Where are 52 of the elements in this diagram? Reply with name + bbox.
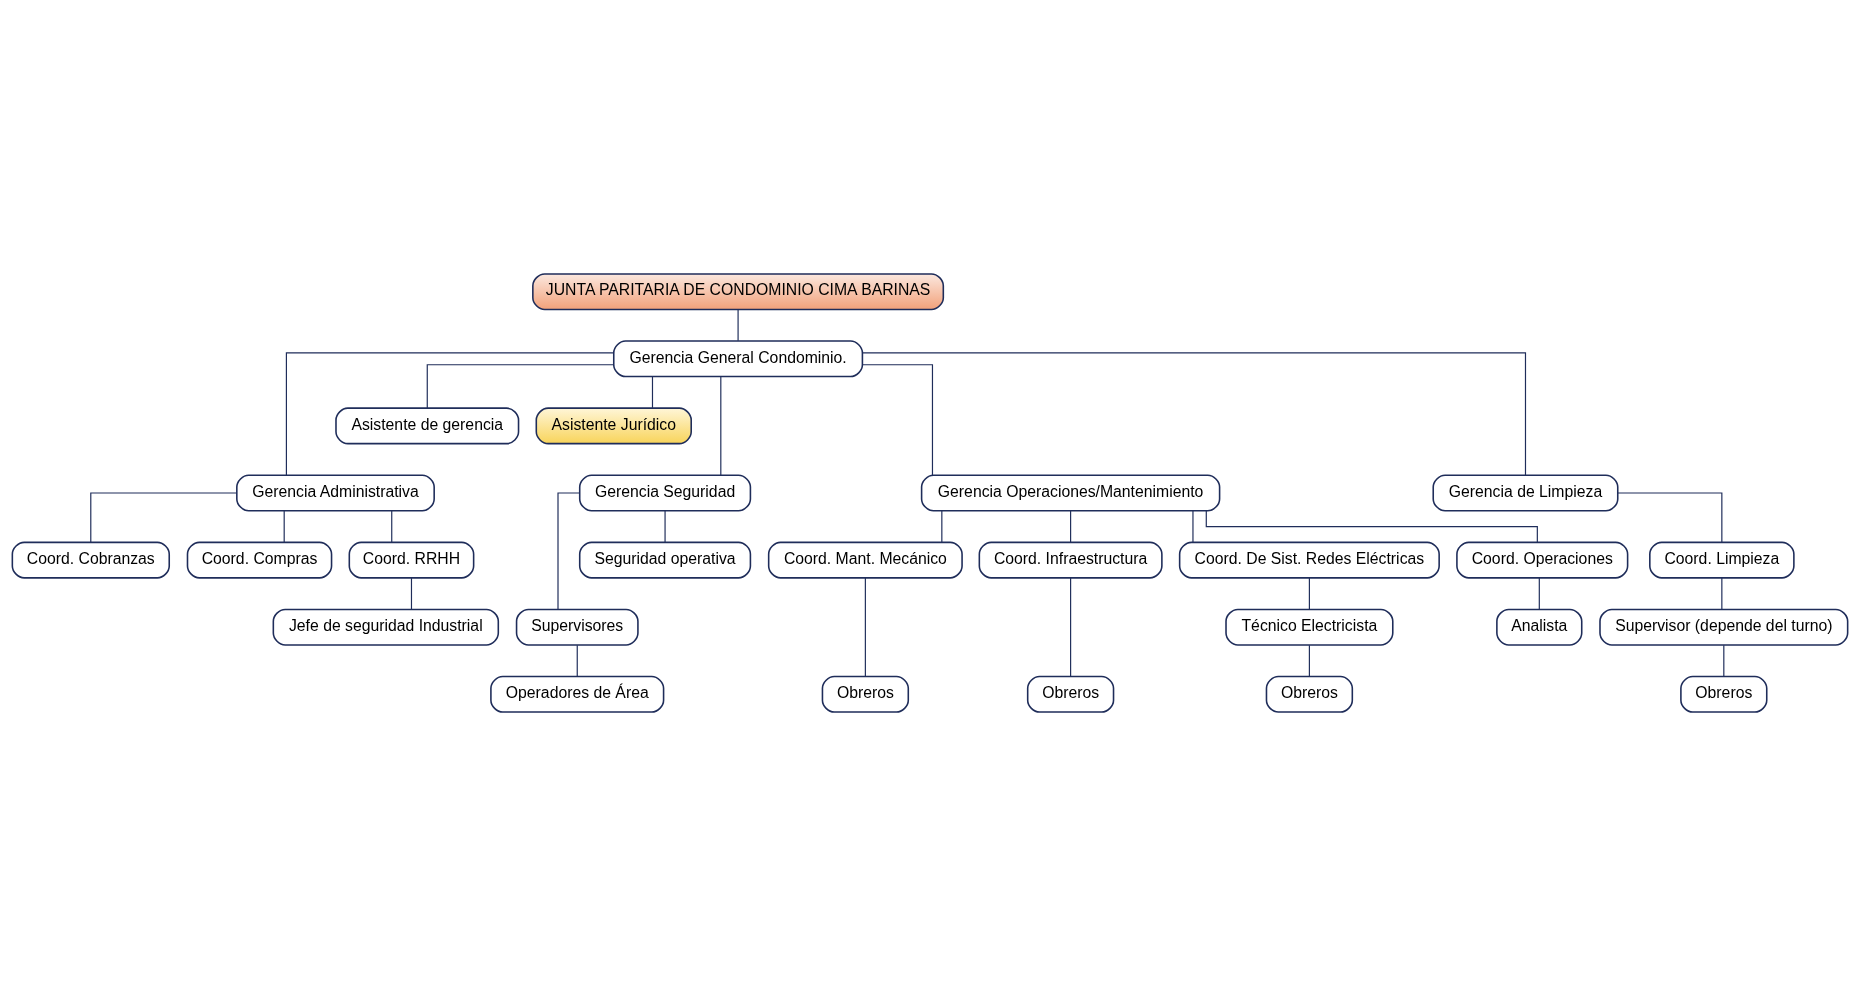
connector <box>720 375 722 476</box>
node-box: Obreros <box>1265 675 1354 713</box>
connector <box>410 577 413 610</box>
connector <box>941 509 943 543</box>
connector <box>285 351 615 476</box>
connector <box>576 644 578 677</box>
connector <box>664 509 666 543</box>
node-box: Jefe de seguridad Industrial <box>272 608 500 646</box>
node-box: Coord. Limpieza <box>1649 541 1795 579</box>
connector <box>864 576 866 677</box>
connector <box>90 491 238 543</box>
node-box: Asistente de gerencia <box>335 406 520 444</box>
node-box: Obreros <box>1680 675 1768 713</box>
node-box: Operadores de Área <box>490 675 665 713</box>
node-box: JUNTA PARITARIA DE CONDOMINIO CIMA BARINAS <box>532 272 945 310</box>
node-box: Obreros <box>1026 675 1115 713</box>
node-box: Analista <box>1496 608 1583 646</box>
node-box: Gerencia Operaciones/Mantenimiento <box>920 473 1221 512</box>
node-box: Coord. RRHH <box>348 541 475 579</box>
node-box: Asistente Jurídico <box>535 406 692 444</box>
node-box: Coord. Cobranzas <box>11 541 170 579</box>
connector <box>737 308 739 341</box>
node-box: Coord. Infraestructura <box>978 541 1163 579</box>
node-box: Seguridad operativa <box>578 541 752 579</box>
node-box: Gerencia de Limpieza <box>1432 473 1619 512</box>
connector <box>1721 577 1723 610</box>
connector <box>651 375 654 408</box>
connector <box>861 351 1527 476</box>
node-box: Supervisor (depende del turno) <box>1599 608 1849 646</box>
node-box: Gerencia General Condominio. <box>612 339 864 377</box>
node-box: Supervisores <box>515 608 639 646</box>
connector <box>426 363 615 408</box>
connector <box>1617 491 1723 543</box>
node-box: Gerencia Seguridad <box>578 473 752 512</box>
node-box: Obreros <box>821 675 910 713</box>
connector <box>283 509 285 543</box>
connector <box>1723 644 1725 677</box>
node-box: Coord. Operaciones <box>1456 541 1629 579</box>
node-box: Coord. Compras <box>186 541 333 579</box>
connector <box>1308 644 1310 677</box>
connector <box>1070 509 1072 543</box>
node-box: Coord. De Sist. Redes Eléctricas <box>1178 541 1440 579</box>
node-box: Técnico Electricista <box>1225 608 1394 646</box>
node-box: Coord. Mant. Mecánico <box>767 541 963 579</box>
connector <box>862 363 934 476</box>
node-box: Gerencia Administrativa <box>236 473 435 512</box>
connector <box>1538 577 1540 610</box>
connector <box>1205 509 1538 543</box>
connector <box>391 509 393 543</box>
connector <box>1308 577 1310 610</box>
connector <box>1192 509 1194 543</box>
connector <box>1070 576 1072 677</box>
